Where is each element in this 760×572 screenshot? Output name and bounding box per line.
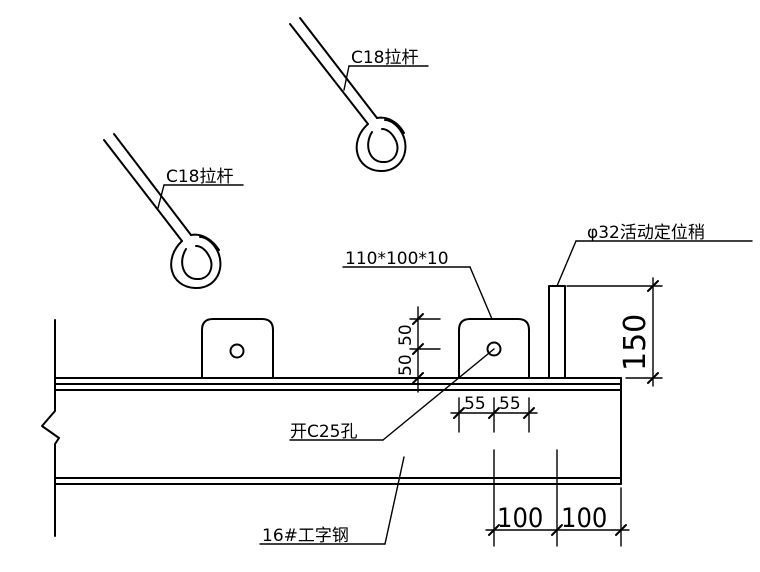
lug-plate-right [458, 318, 530, 379]
plate-hole-left [229, 343, 245, 359]
lug-plate-left [201, 318, 274, 379]
dim-text-plate-lower: 50 [396, 354, 416, 376]
positioning-pin [548, 285, 566, 379]
dim-text-hole-right: 55 [499, 394, 521, 414]
plate-hole-right [486, 341, 502, 357]
leaders [157, 65, 753, 545]
dim-hole-offset [450, 397, 538, 433]
dim-text-plate-upper: 50 [396, 324, 416, 346]
dim-text-spacing-left: 100 [497, 503, 543, 534]
pin-label: φ32活动定位稍 [587, 223, 705, 243]
tie-rod-left [103, 133, 222, 290]
tie-rod-top [289, 17, 407, 173]
dim-text-spacing-right: 100 [561, 503, 607, 534]
dim-pin-height [566, 277, 663, 387]
break-line [41, 319, 60, 537]
dim-text-hole-left: 55 [464, 394, 486, 414]
rod-left-label: C18拉杆 [166, 167, 234, 187]
dim-spacing [485, 449, 630, 547]
plate-size-label: 110*100*10 [345, 249, 449, 269]
beam-label: 16#工字钢 [262, 526, 349, 546]
i-beam [41, 319, 622, 537]
rod-top-label: C18拉杆 [351, 48, 419, 68]
dim-text-pin-height: 150 [618, 314, 653, 371]
dim-plate-height [409, 306, 441, 393]
hole-label: 开C25孔 [290, 422, 358, 442]
